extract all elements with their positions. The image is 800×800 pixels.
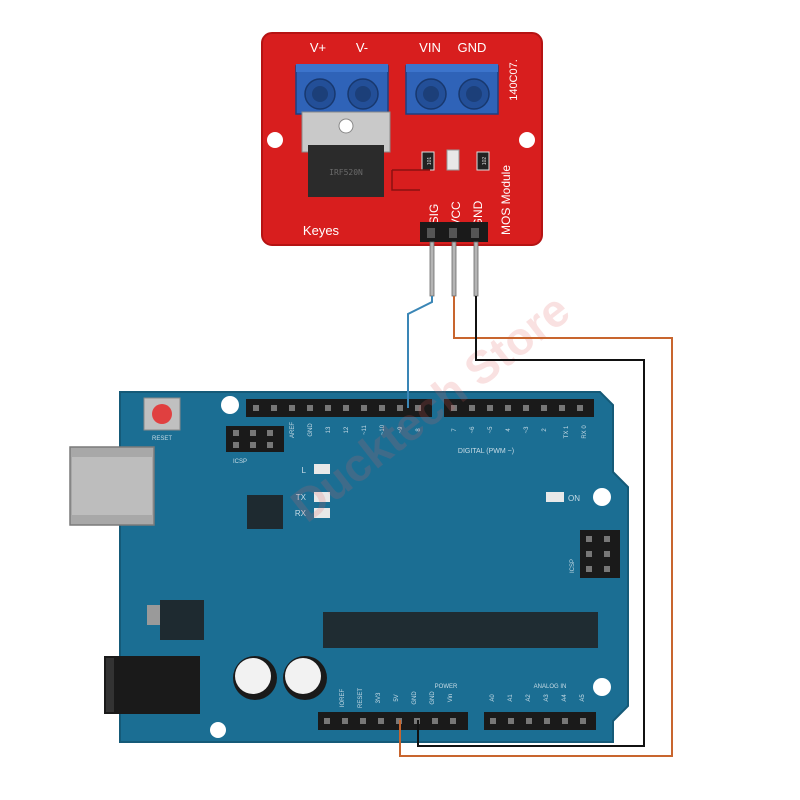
pin-label-13: 13 — [326, 426, 332, 433]
usb-connector — [69, 446, 155, 526]
pin-label-sig: SIG — [427, 204, 441, 225]
icsp-header-top: ICSP — [226, 426, 284, 465]
wire-gnd — [417, 296, 645, 747]
digital-header-left: AREF GND 13 12 ~11 ~10 ~9 8 — [246, 399, 432, 438]
power-pin-vin: Vin — [448, 694, 454, 703]
pin-label-4: 4 — [506, 428, 512, 432]
digital-header-right: 7 ~6 ~5 4 ~3 2 TX 1 RX 0 DIGITAL (PWM ~) — [444, 399, 594, 455]
voltage-regulator — [147, 600, 204, 640]
pin-label-6: ~6 — [470, 426, 476, 434]
module-title: MOS Module — [499, 165, 513, 235]
usb-chip — [247, 495, 283, 529]
analog-pin-a2: A2 — [526, 694, 532, 702]
digital-label: DIGITAL (PWM ~) — [458, 448, 514, 455]
aref-label: AREF — [290, 422, 296, 438]
pin-label-vcc: VCC — [449, 201, 463, 227]
arduino-hole-2 — [593, 488, 611, 506]
arduino-hole-4 — [210, 722, 226, 738]
pin-label-5: ~5 — [488, 426, 494, 434]
screw-terminal-input — [405, 64, 499, 115]
analog-pin-a3: A3 — [544, 694, 550, 702]
smd-components: 101 102 — [421, 149, 490, 171]
power-pin-3v3: 3V3 — [376, 692, 382, 703]
terminal-label-vin: VIN — [419, 40, 441, 55]
capacitors — [233, 656, 327, 700]
arduino-hole-3 — [593, 678, 611, 696]
mount-hole-right — [519, 132, 535, 148]
pin-label-8: 8 — [416, 428, 422, 432]
icsp-label: ICSP — [233, 459, 247, 465]
led-label-on: ON — [568, 494, 580, 503]
analog-pin-a4: A4 — [562, 694, 568, 702]
part-code: 140C07. — [508, 59, 520, 101]
reset-button: RESET — [143, 397, 181, 442]
terminal-label-gnd: GND — [458, 40, 487, 55]
power-pin-5v: 5V — [394, 694, 400, 701]
analog-pin-a0: A0 — [490, 694, 496, 702]
pin-label-11: ~11 — [362, 424, 368, 434]
pin-label-12: 12 — [344, 426, 350, 433]
reset-label: RESET — [152, 436, 172, 442]
power-jack — [104, 656, 200, 714]
arduino-hole-1 — [221, 396, 239, 414]
analog-label: ANALOG IN — [534, 684, 567, 690]
analog-header: ANALOG IN A0 A1 A2 A3 A4 A5 — [484, 684, 596, 730]
power-header: POWER IOREF RESET 3V3 5V GND GND Vin — [318, 684, 468, 730]
led-label-rx: RX — [295, 509, 307, 518]
pin-header — [420, 222, 488, 297]
led-label-l: L — [302, 466, 307, 475]
pin-label-tx1: TX 1 — [564, 425, 570, 438]
pin-label-2: 2 — [542, 428, 548, 432]
gnd-label-top: GND — [308, 423, 314, 437]
status-leds: L TX RX ON — [295, 464, 580, 518]
resistor-marking-2: 102 — [482, 157, 488, 166]
microcontroller-chip — [323, 612, 598, 648]
pin-label-gnd: GND — [471, 200, 485, 227]
mosfet-marking: IRF520N — [329, 168, 363, 177]
pin-label-10: ~10 — [380, 424, 386, 435]
screw-terminal-output — [295, 64, 389, 115]
terminal-label-vplus: V+ — [310, 40, 326, 55]
pin-label-rx0: RX 0 — [582, 425, 588, 439]
wire-sig — [407, 296, 433, 408]
wire-vcc — [399, 296, 673, 757]
pin-label-9: ~9 — [398, 426, 404, 434]
pin-label-3: ~3 — [524, 426, 530, 434]
analog-pin-a5: A5 — [580, 694, 586, 702]
power-pin-gnd1: GND — [412, 691, 418, 705]
brand-label: Keyes — [303, 223, 340, 238]
power-label: POWER — [435, 684, 458, 690]
arduino-pcb — [119, 391, 629, 743]
mosfet-chip: IRF520N — [301, 111, 391, 197]
icsp-header-right: ICSP — [570, 530, 620, 578]
power-pin-reset: RESET — [358, 688, 364, 708]
pin-label-7: 7 — [452, 428, 458, 432]
arduino-board: RESET ICSP AREF GND 13 12 ~11 ~10 ~9 8 — [69, 391, 629, 743]
icsp-side-label: ICSP — [570, 559, 576, 573]
analog-pin-a1: A1 — [508, 694, 514, 702]
power-pin-ioref: IOREF — [340, 689, 346, 708]
led-label-tx: TX — [296, 493, 307, 502]
power-pin-gnd2: GND — [430, 691, 436, 705]
resistor-marking-1: 101 — [427, 157, 433, 166]
mos-module: V+ V- VIN GND IRF520N — [261, 32, 543, 297]
mount-hole-left — [267, 132, 283, 148]
terminal-label-vminus: V- — [356, 40, 368, 55]
wires — [399, 296, 673, 757]
